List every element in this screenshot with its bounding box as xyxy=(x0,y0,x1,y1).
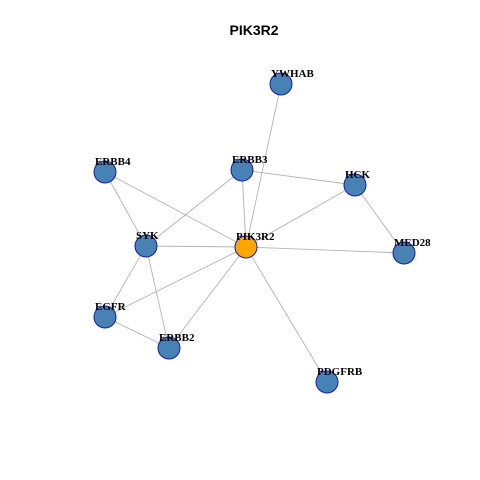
node-med28 xyxy=(392,241,416,265)
node-label-pik3r2: PIK3R2 xyxy=(236,231,275,243)
node-label-erbb3: ERBB3 xyxy=(232,154,268,166)
edge-syk-erbb2 xyxy=(145,245,170,349)
edge-pik3r2-egfr xyxy=(104,246,247,318)
node-ywhab xyxy=(269,72,293,96)
edge-hck-med28 xyxy=(354,184,405,254)
node-label-erbb2: ERBB2 xyxy=(159,332,195,344)
node-label-egfr: EGFR xyxy=(95,301,127,313)
node-label-erbb4: ERBB4 xyxy=(95,156,131,168)
node-pik3r2 xyxy=(234,235,258,259)
edge-erbb3-syk xyxy=(145,169,243,247)
node-label-ywhab: YWHAB xyxy=(271,68,314,80)
node-erbb4 xyxy=(93,160,117,184)
edge-pik3r2-syk xyxy=(145,245,247,248)
node-label-med28: MED28 xyxy=(394,237,431,249)
edge-pik3r2-med28 xyxy=(245,246,405,254)
node-hck xyxy=(343,173,367,197)
edge-erbb3-hck xyxy=(241,169,356,186)
edge-pik3r2-pdgfrb xyxy=(245,246,328,383)
node-label-pdgfrb: PDGFRB xyxy=(317,366,363,378)
node-label-syk: SYK xyxy=(136,230,159,242)
edge-pik3r2-ywhab xyxy=(245,83,282,248)
node-syk xyxy=(134,234,158,258)
node-label-hck: HCK xyxy=(345,169,371,181)
edge-pik3r2-erbb4 xyxy=(104,171,247,248)
node-erbb3 xyxy=(230,158,254,182)
node-erbb2 xyxy=(157,336,181,360)
edge-pik3r2-hck xyxy=(245,184,356,248)
edge-erbb4-syk xyxy=(104,171,147,247)
diagram-title: PIK3R2 xyxy=(229,22,278,38)
edge-pik3r2-erbb3 xyxy=(241,169,247,248)
edge-pik3r2-erbb2 xyxy=(168,246,247,349)
node-egfr xyxy=(93,305,117,329)
edge-syk-egfr xyxy=(104,245,147,318)
node-pdgfrb xyxy=(315,370,339,394)
edge-layer xyxy=(104,83,405,383)
edge-egfr-erbb2 xyxy=(104,316,170,349)
